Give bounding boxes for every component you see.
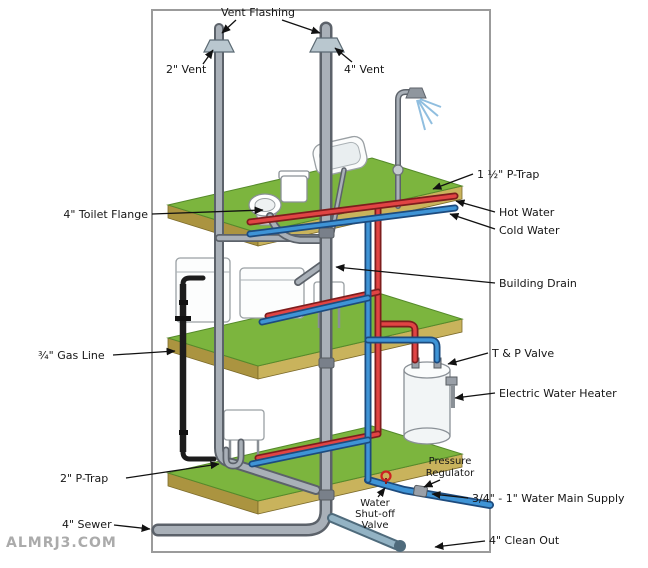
cold-water-label: Cold Water bbox=[499, 224, 560, 237]
tp-valve-label: T & P Valve bbox=[491, 347, 554, 360]
main-stack-4in bbox=[151, 21, 335, 537]
vent-flashing-left bbox=[203, 39, 235, 53]
gas-line-label: ¾" Gas Line bbox=[38, 349, 105, 362]
water-main-label: 3/4" - 1" Water Main Supply bbox=[472, 492, 625, 505]
p-trap-2in bbox=[222, 438, 245, 470]
pressure-regulator-label-2: Regulator bbox=[426, 468, 475, 479]
shower-head-icon bbox=[405, 87, 427, 99]
callout-building-drain: Building Drain bbox=[335, 263, 577, 290]
callout-sewer: 4" Sewer bbox=[62, 518, 151, 532]
clean-out-label: 4" Clean Out bbox=[489, 534, 560, 547]
pressure-regulator-label-1: Pressure bbox=[429, 456, 472, 467]
vent-flashing-label: Vent Flashing bbox=[221, 6, 295, 19]
callout-hot-water: Hot Water bbox=[455, 199, 555, 219]
callout-water-heater: Electric Water Heater bbox=[454, 387, 617, 401]
water-shutoff-label-2: Shut-off bbox=[355, 509, 396, 520]
water-shutoff-label-1: Water bbox=[360, 498, 390, 509]
vent-2-label: 2" Vent bbox=[166, 63, 207, 76]
callout-pressure-regulator: Pressure Regulator bbox=[423, 456, 475, 488]
callout-vent-flashing: Vent Flashing bbox=[221, 6, 321, 34]
toilet-flange-label: 4" Toilet Flange bbox=[63, 208, 148, 221]
floor-bottom bbox=[166, 425, 464, 515]
callout-toilet-flange: 4" Toilet Flange bbox=[63, 206, 264, 221]
sewer-label: 4" Sewer bbox=[62, 518, 112, 531]
callout-2in-vent: 2" Vent bbox=[166, 49, 214, 76]
building-drain-label: Building Drain bbox=[499, 277, 577, 290]
cleanout-pipe bbox=[327, 513, 406, 552]
cold-water-pipes bbox=[246, 204, 494, 509]
vent-4-label: 4" Vent bbox=[344, 63, 385, 76]
shutoff-valve bbox=[380, 470, 392, 484]
callout-p-trap-1-5: 1 ½" P-Trap bbox=[432, 168, 539, 190]
callout-4in-vent: 4" Vent bbox=[334, 47, 385, 76]
callout-cold-water: Cold Water bbox=[449, 212, 560, 237]
callout-p-trap-2: 2" P-Trap bbox=[60, 461, 220, 485]
p-trap-1-5-label: 1 ½" P-Trap bbox=[477, 168, 539, 181]
callout-water-shutoff-valve: Water Shut-off Valve bbox=[355, 487, 396, 531]
shower-spray bbox=[416, 98, 442, 131]
callout-water-main: 3/4" - 1" Water Main Supply bbox=[431, 491, 625, 505]
electric-water-heater bbox=[403, 357, 458, 445]
watermark: ALMRJ3.COM bbox=[6, 535, 117, 551]
callout-gas-line: ¾" Gas Line bbox=[38, 347, 176, 362]
tp-valve bbox=[445, 376, 458, 408]
pressure-regulator bbox=[413, 484, 428, 498]
p-trap-2-label: 2" P-Trap bbox=[60, 472, 108, 485]
gas-valve bbox=[175, 316, 191, 321]
callout-tp-valve: T & P Valve bbox=[447, 347, 554, 366]
callout-clean-out: 4" Clean Out bbox=[434, 534, 560, 550]
water-heater-label: Electric Water Heater bbox=[499, 387, 617, 400]
shower bbox=[392, 87, 442, 209]
gas-line bbox=[175, 275, 217, 462]
floor-middle bbox=[166, 290, 464, 380]
water-shutoff-label-3: Valve bbox=[361, 520, 388, 531]
hot-water-label: Hot Water bbox=[499, 206, 555, 219]
hot-water-pipes bbox=[246, 192, 459, 462]
shower-control bbox=[392, 164, 404, 176]
